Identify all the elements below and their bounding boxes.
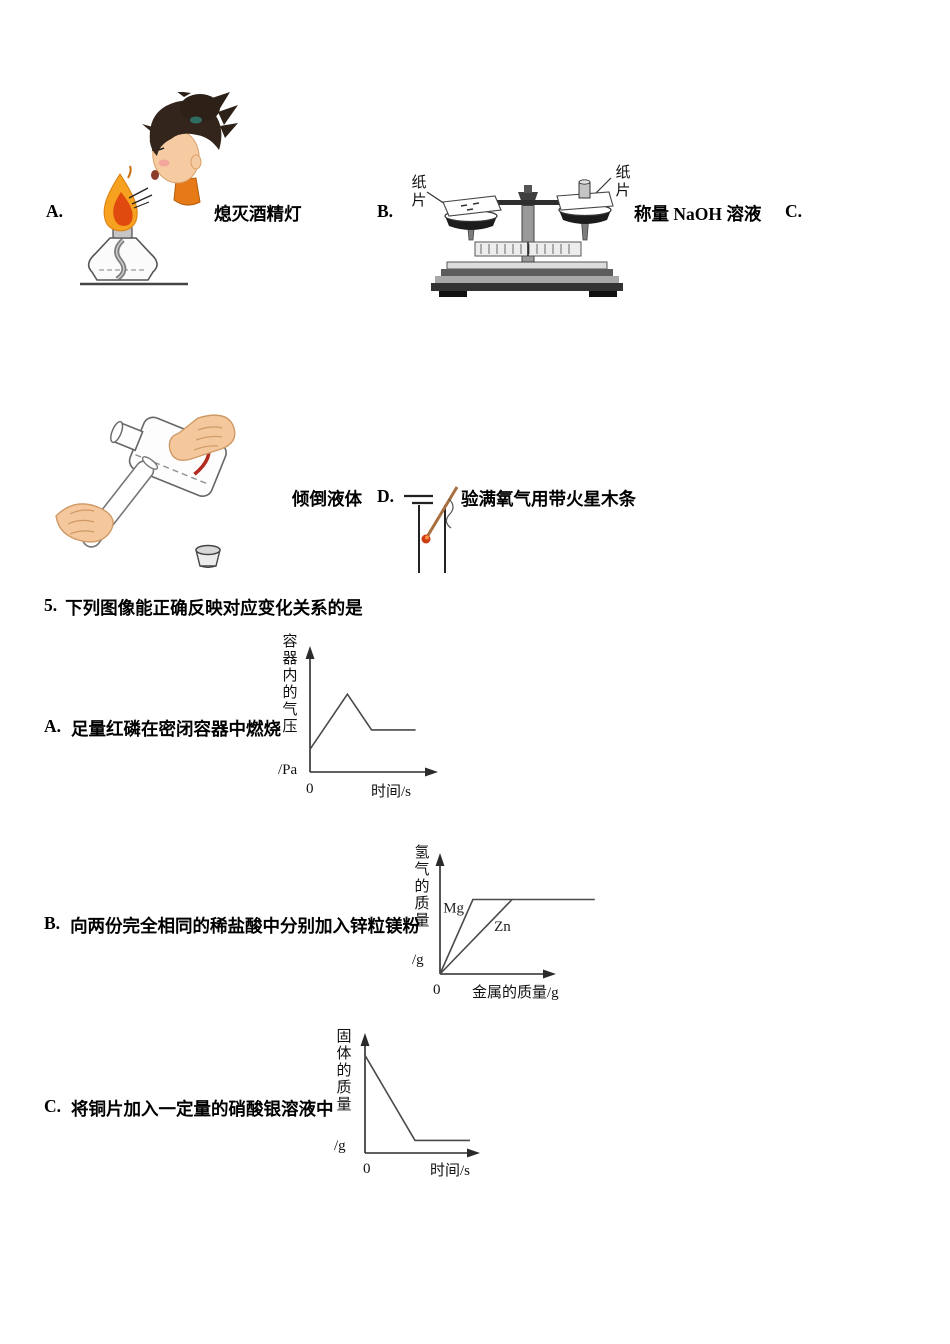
hair-spike-2 — [218, 105, 238, 125]
beam — [461, 200, 595, 205]
base-step-2 — [441, 269, 613, 276]
series-group — [364, 1054, 470, 1142]
test-tube-mouth — [141, 456, 159, 470]
base-step-3 — [435, 276, 619, 283]
base-step-4 — [431, 283, 623, 291]
option-d-caption: 验满氧气用带火星木条 — [461, 489, 636, 509]
stopper-bottom — [199, 565, 217, 569]
option-text: 将铜片加入一定量的硝酸银溶液中 — [71, 1099, 334, 1119]
y-axis-label: 氢气的质量 — [412, 844, 429, 929]
origin-label: 0 — [306, 781, 314, 797]
flame-inner — [113, 192, 133, 226]
solution-drops — [460, 202, 480, 211]
bottle-mouth — [110, 420, 124, 444]
base-step-1 — [446, 261, 608, 270]
option-c-caption: 倾倒液体 — [292, 489, 362, 509]
y-axis-label: 容器内的气压 — [280, 633, 297, 735]
right-hand-fingers — [193, 426, 223, 451]
blow-line-3 — [133, 201, 150, 209]
option-a-label: A. — [46, 201, 64, 221]
blowing-mouth — [151, 170, 159, 180]
y-axis-unit: /g — [334, 1138, 346, 1154]
x-axis-label: 时间/s — [430, 1163, 471, 1179]
oxygen-glowing-splint-illustration — [404, 486, 459, 573]
option-c-label: C. — [785, 201, 803, 221]
question5-option-b: B. 向两份完全相同的稀盐酸中分别加入锌粒镁粉 — [44, 913, 420, 938]
question5-number: 5. — [44, 595, 58, 615]
option-b-caption: 称量 NaOH 溶液 — [634, 204, 762, 224]
balance-weighing-illustration: 纸片 纸片 — [405, 162, 641, 302]
hair-bun — [180, 94, 220, 122]
paper-sheet-left — [442, 195, 502, 217]
question5-stem-text: 下列图像能正确反映对应变化关系的是 — [65, 598, 363, 618]
paper-sheet-right — [556, 191, 614, 211]
series-label-Mg: Mg — [443, 900, 464, 916]
hair-spike-1 — [212, 92, 230, 110]
wick-coil-highlight — [115, 239, 125, 280]
fulcrum-knob — [524, 185, 532, 193]
balance-scale-drawing — [426, 177, 623, 297]
hair-spike-4 — [177, 92, 191, 97]
series-group — [309, 692, 416, 750]
option-text: 足量红磷在密闭容器中燃烧 — [71, 719, 282, 739]
smoke-wisp — [445, 498, 454, 529]
foot-left — [439, 291, 467, 297]
question5-stem: 5. 下列图像能正确反映对应变化关系的是 — [44, 595, 363, 620]
x-axis-label: 时间/s — [371, 784, 412, 800]
y-axis-unit: /Pa — [278, 762, 298, 778]
paper-label-left: 纸片 — [409, 174, 426, 210]
pouring-liquid-illustration — [55, 414, 236, 569]
hair-strand — [142, 124, 160, 134]
pan-right — [559, 210, 611, 224]
y-axis-unit: /g — [412, 952, 424, 968]
option-text: 向两份完全相同的稀盐酸中分别加入锌粒镁粉 — [70, 916, 421, 936]
option-label: A. — [44, 716, 62, 736]
collar — [173, 177, 201, 206]
ember-glow — [425, 535, 429, 540]
weight-top — [578, 179, 591, 185]
question5-option-c: C. 将铜片加入一定量的硝酸银溶液中 — [44, 1096, 334, 1121]
x-axis-label: 金属的质量/g — [472, 985, 559, 1001]
question5-option-a: A. 足量红磷在密闭容器中燃烧 — [44, 716, 281, 741]
series-line-solid — [364, 1054, 470, 1142]
foot-right — [589, 291, 617, 297]
ear — [190, 154, 202, 170]
origin-label: 0 — [433, 982, 441, 998]
option-label: C. — [44, 1096, 62, 1116]
blow-line-2 — [131, 194, 153, 205]
blow-line-1 — [128, 187, 149, 199]
flame-wisp — [127, 165, 132, 179]
plot-area — [305, 646, 438, 777]
option-d-label: D. — [377, 486, 395, 506]
chart-pressure-vs-time: 容器内的气压 /Pa 0 时间/s — [278, 631, 448, 811]
ruler-ticks — [480, 244, 570, 254]
origin-label: 0 — [363, 1161, 371, 1177]
series-line-Mg — [439, 898, 595, 975]
hair-tie — [190, 116, 202, 124]
series-label-Zn: Zn — [494, 919, 511, 935]
blush — [158, 159, 170, 167]
series-line-Zn — [439, 898, 513, 975]
paper-label-right: 纸片 — [613, 164, 630, 200]
blow-out-alcohol-lamp-illustration — [80, 92, 238, 286]
splint — [425, 486, 459, 538]
plot-area — [360, 1033, 480, 1158]
stopper-top — [195, 544, 221, 556]
option-label: B. — [44, 913, 61, 933]
left-hand-fingers — [67, 509, 95, 535]
pan-left — [445, 216, 497, 230]
y-axis-label: 固体的质量 — [334, 1028, 351, 1113]
hair-spike-3 — [220, 123, 238, 138]
chart-solid-vs-time: 固体的质量 /g 0 时间/s — [330, 1022, 495, 1192]
series-line-pressure — [309, 692, 416, 750]
option-a-caption: 熄灭酒精灯 — [214, 204, 302, 224]
option-b-label: B. — [377, 201, 394, 221]
